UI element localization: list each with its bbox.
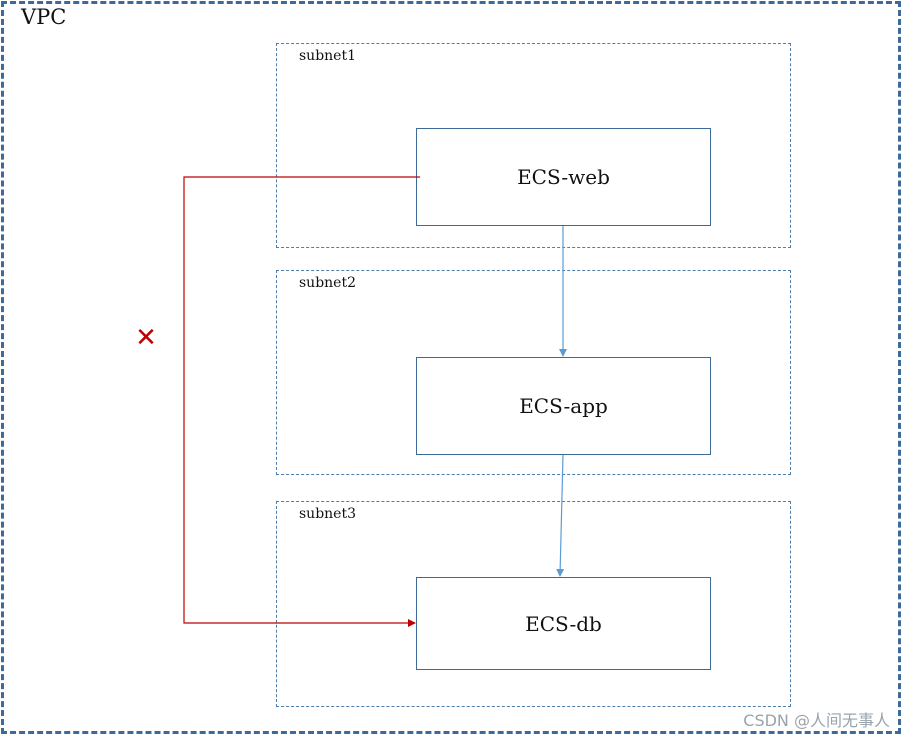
ecs-app-node: ECS-app [416,357,711,455]
web-to-db-blocked-arrow [183,176,420,627]
blocked-x-icon: ✕ [135,323,157,353]
subnet3-boundary: subnet3 [276,501,791,707]
subnet2-label: subnet2 [299,275,356,291]
subnet2-boundary: subnet2 [276,270,791,475]
subnet1-label: subnet1 [299,48,356,64]
app-to-db-arrow [556,454,565,577]
ecs-db-node: ECS-db [416,577,711,670]
vpc-label: VPC [21,5,67,29]
subnet1-boundary: subnet1 [276,43,791,248]
watermark: CSDN @人间无事人 [743,711,890,730]
subnet3-label: subnet3 [299,506,356,522]
